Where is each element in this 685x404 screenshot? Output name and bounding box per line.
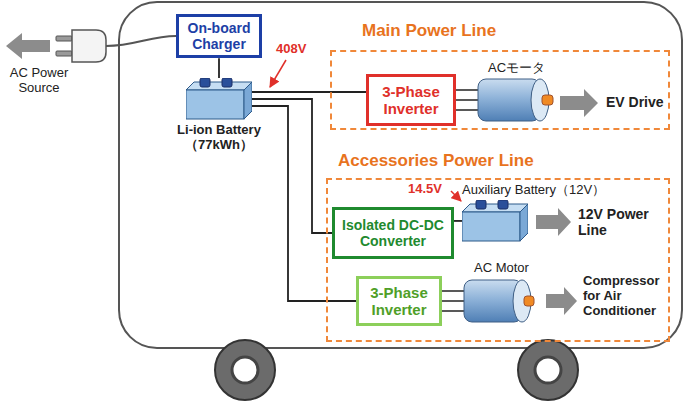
output-label: Compressor for Air Conditioner <box>583 274 669 319</box>
power-wire <box>218 58 220 78</box>
block-arrow <box>546 287 577 315</box>
source-label: AC Power Source <box>4 66 74 96</box>
ac-motor <box>478 79 553 121</box>
three-phase-wires <box>456 90 478 110</box>
voltage-label: 14.5V <box>408 182 442 197</box>
power-wire <box>454 220 462 222</box>
node-text: 3-Phase Inverter <box>364 284 434 319</box>
charger-box: On-board Charger <box>176 14 262 58</box>
power-wire <box>252 91 366 93</box>
ac-motor <box>464 280 534 322</box>
wheel <box>215 340 275 400</box>
wheel <box>518 340 578 400</box>
power-plug <box>56 30 176 62</box>
node-text: Li-ion Battery （77kWh） <box>164 123 274 153</box>
node-text: On-board Charger <box>184 20 254 52</box>
block-arrow <box>536 208 571 236</box>
vehicle-body <box>119 2 682 348</box>
block-arrow <box>6 33 50 59</box>
inverter-box: 3-Phase Inverter <box>366 74 456 126</box>
node-text: 3-Phase Inverter <box>374 83 448 118</box>
battery-icon <box>462 200 528 242</box>
inverter-box: 3-Phase Inverter <box>356 276 442 326</box>
output-label: EV Drive <box>606 94 664 110</box>
motor-label: ACモータ <box>488 61 545 76</box>
voltage-label: 408V <box>276 42 306 57</box>
three-phase-wires <box>442 291 464 311</box>
block-arrow <box>560 89 598 117</box>
node-text: Main Power Line <box>362 21 496 41</box>
battery-icon <box>186 78 252 120</box>
battery-node: Li-ion Battery （77kWh） <box>164 78 274 153</box>
converter-box: Isolated DC-DC Converter <box>332 207 454 259</box>
node-text: Accessories Power Line <box>338 151 534 171</box>
power-wire <box>252 99 332 233</box>
voltage-arrow <box>451 191 461 201</box>
motor-label: AC Motor <box>474 261 529 276</box>
output-label: 12V Power Line <box>578 206 666 238</box>
power-wire <box>252 106 356 301</box>
node-text: Auxiliary Battery（12V） <box>462 183 605 198</box>
node-text: Isolated DC-DC Converter <box>340 217 446 249</box>
voltage-arrow <box>270 60 286 87</box>
